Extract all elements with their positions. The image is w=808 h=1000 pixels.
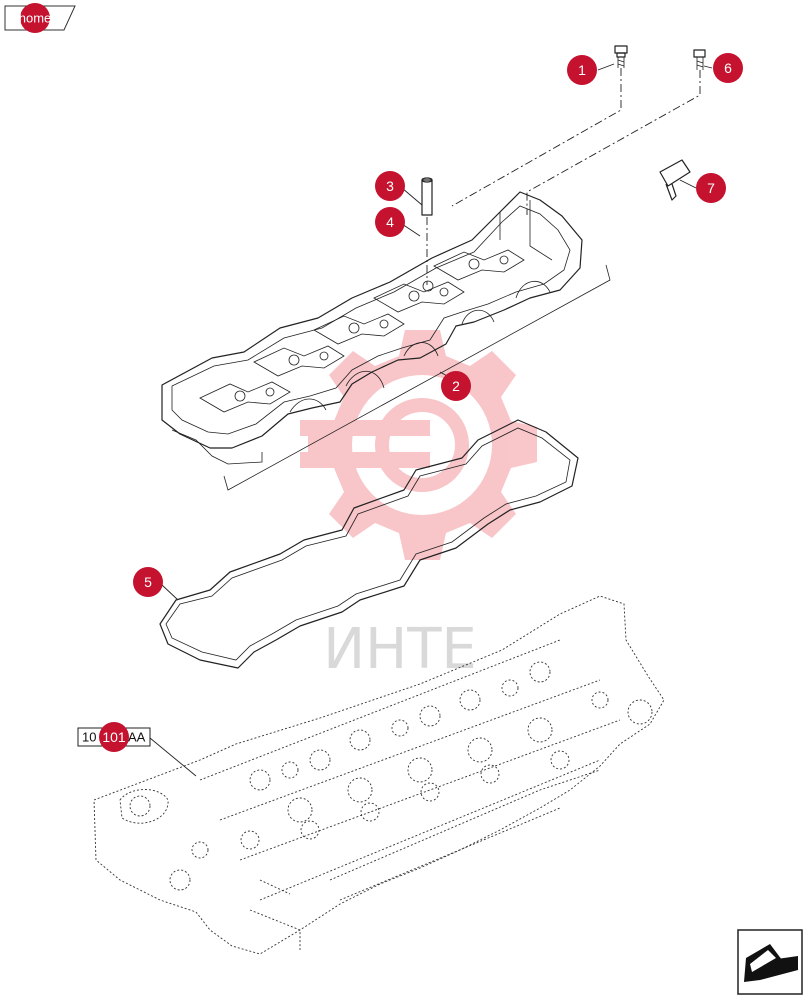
sleeve-pin-part [421, 177, 433, 285]
callout-1[interactable]: 1 [567, 55, 597, 85]
clip-part [659, 159, 691, 201]
callout-6[interactable]: 6 [713, 53, 743, 83]
cross-reference-link[interactable]: 10 AA 101 [77, 722, 151, 752]
callout-7[interactable]: 7 [696, 173, 726, 203]
callout-3[interactable]: 3 [375, 171, 405, 201]
cylinder-head-part [93, 595, 665, 955]
reference-left-text: 10 [82, 730, 96, 745]
callout-2-label: 2 [452, 378, 460, 394]
callout-3-label: 3 [386, 178, 394, 194]
watermark-logo [300, 330, 537, 560]
callout-4[interactable]: 4 [375, 207, 405, 237]
valve-cover-part [161, 191, 611, 491]
bolt-part [451, 45, 628, 207]
callout-1-label: 1 [578, 62, 586, 78]
home-button[interactable]: home [4, 3, 76, 33]
watermark-text: ИНТЕ [323, 617, 477, 682]
callout-7-label: 7 [707, 180, 715, 196]
callout-5[interactable]: 5 [133, 567, 163, 597]
next-page-arrow-icon [744, 944, 798, 982]
gasket-part [159, 419, 579, 669]
callout-2[interactable]: 2 [441, 371, 471, 401]
callout-6-label: 6 [724, 60, 732, 76]
bolt-part-6 [526, 49, 706, 215]
next-page-button[interactable] [737, 929, 803, 995]
home-label: home [19, 11, 52, 26]
reference-right-text: AA [128, 730, 146, 745]
callout-4-label: 4 [386, 214, 394, 230]
reference-badge-label: 101 [102, 729, 126, 745]
callout-5-label: 5 [144, 574, 152, 590]
